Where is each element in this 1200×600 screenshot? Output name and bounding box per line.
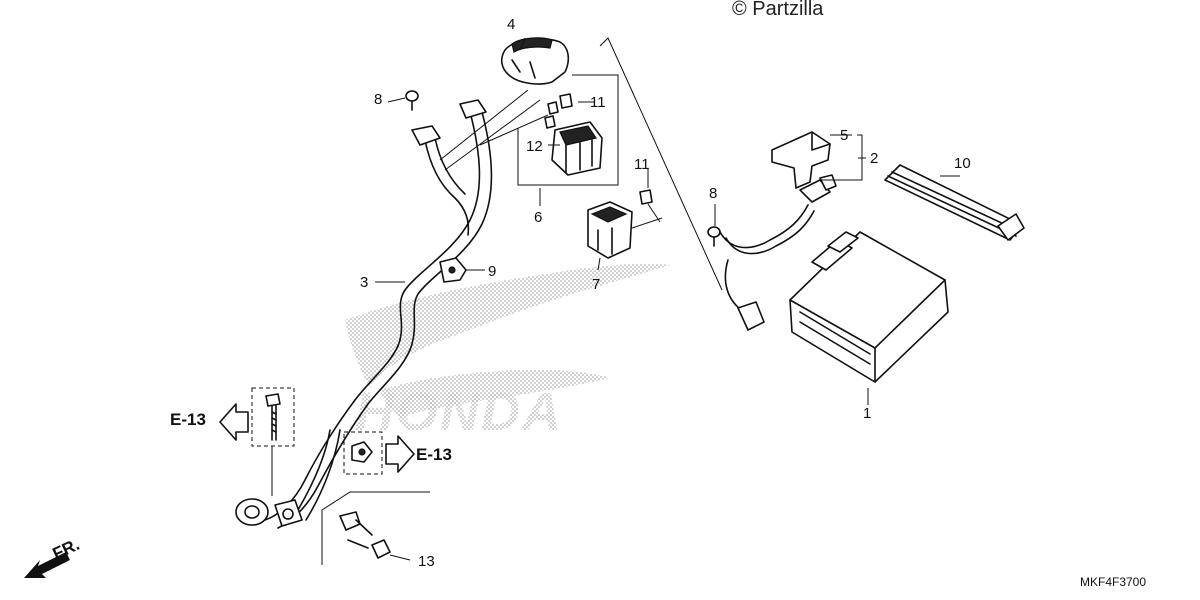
wire-harness-3[interactable] xyxy=(235,99,493,529)
e13-right-label: E-13 xyxy=(416,445,452,464)
e13-nut-right[interactable] xyxy=(343,431,383,475)
bolt-8-left[interactable] xyxy=(405,90,419,111)
callout-13[interactable]: 13 xyxy=(418,553,435,570)
callout-8-left[interactable]: 8 xyxy=(374,91,382,108)
callout-4[interactable]: 4 xyxy=(507,16,515,33)
callout-5[interactable]: 5 xyxy=(840,127,848,144)
callout-labels: 1 2 3 4 5 6 7 8 8 9 10 11 11 12 13 xyxy=(360,16,971,570)
copyright-text: © Partzilla xyxy=(732,0,824,20)
clamp-9[interactable] xyxy=(439,257,467,283)
diagram-code: MKF4F3700 xyxy=(1080,575,1146,589)
callout-8-right[interactable]: 8 xyxy=(709,185,717,202)
callout-1[interactable]: 1 xyxy=(863,405,871,422)
cover-4[interactable] xyxy=(500,37,570,85)
e13-left-label: E-13 xyxy=(170,410,206,429)
callout-9[interactable]: 9 xyxy=(488,263,496,280)
fuse-box-7[interactable] xyxy=(587,189,663,259)
callout-11-mid[interactable]: 11 xyxy=(634,156,650,173)
battery-1[interactable] xyxy=(789,231,949,383)
honda-wing-logo xyxy=(345,263,670,418)
e13-arrow-left[interactable]: E-13 xyxy=(170,403,249,441)
bolt-8-right[interactable] xyxy=(707,226,721,247)
e13-arrow-right[interactable]: E-13 xyxy=(385,435,452,473)
honda-watermark: HONDA xyxy=(345,263,670,442)
callout-11-top[interactable]: 11 xyxy=(590,94,606,111)
e13-bolt-left[interactable] xyxy=(251,387,295,496)
callout-10[interactable]: 10 xyxy=(954,155,971,172)
callout-2[interactable]: 2 xyxy=(870,150,878,167)
callout-6[interactable]: 6 xyxy=(534,209,542,226)
front-indicator: FR. xyxy=(24,535,83,578)
bracket-5[interactable] xyxy=(771,131,831,189)
battery-cable-2[interactable] xyxy=(719,174,837,331)
front-arrow-icon xyxy=(24,552,70,578)
bolt-13[interactable] xyxy=(339,511,391,559)
leader-lines xyxy=(321,37,960,565)
callout-7[interactable]: 7 xyxy=(592,276,600,293)
honda-watermark-text: HONDA xyxy=(355,382,563,442)
strap-10[interactable] xyxy=(884,164,1025,241)
relay-assembly-6[interactable] xyxy=(517,74,619,186)
callout-12[interactable]: 12 xyxy=(526,138,543,155)
callout-3[interactable]: 3 xyxy=(360,274,368,291)
